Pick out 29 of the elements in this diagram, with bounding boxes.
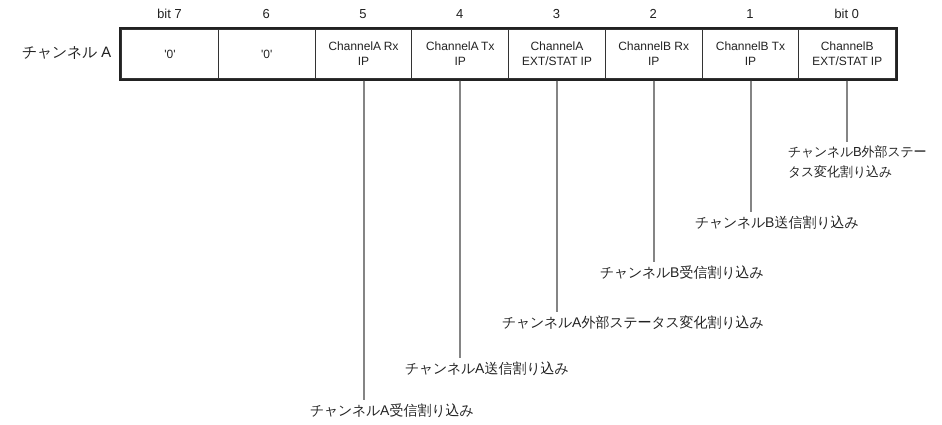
register-bit-cell: ChannelA EXT/STAT IP <box>508 29 606 79</box>
interrupt-description: チャンネルA送信割り込み <box>405 358 568 378</box>
bit-number: 4 <box>455 6 464 21</box>
bit-number: 1 <box>745 6 754 21</box>
register-bit-cell: ChannelB EXT/STAT IP <box>798 29 896 79</box>
leader-line <box>750 80 752 212</box>
register-bit-cell: ChannelA Rx IP <box>314 29 412 79</box>
interrupt-description: チャンネルB受信割り込み <box>600 262 764 282</box>
leader-line <box>556 80 558 312</box>
interrupt-description: チャンネルB送信割り込み <box>695 212 858 232</box>
row-label: チャンネル A <box>22 43 112 62</box>
interrupt-description: チャンネルA受信割り込み <box>310 400 474 420</box>
leader-line <box>459 80 461 358</box>
bit-number: 5 <box>358 6 368 21</box>
register-bit-cell: '0' <box>121 29 219 79</box>
register-bit-cell: ChannelB Tx IP <box>702 29 800 79</box>
bit-number: bit 7 <box>156 6 183 21</box>
leader-line <box>653 80 655 262</box>
register-bit-cell: ChannelB Rx IP <box>604 29 702 79</box>
leader-line <box>363 80 365 400</box>
register-bit-cell: '0' <box>218 29 316 79</box>
bit-number: 2 <box>648 6 658 21</box>
register-bit-cell: ChannelA Tx IP <box>411 29 509 79</box>
leader-line <box>846 80 848 142</box>
bit-number: 6 <box>262 6 271 21</box>
interrupt-description: チャンネルB外部ステータス変化割り込み <box>788 142 928 182</box>
bit-number: bit 0 <box>833 6 860 21</box>
bit-number: 3 <box>552 6 561 21</box>
interrupt-description: チャンネルA外部ステータス変化割り込み <box>502 312 764 332</box>
